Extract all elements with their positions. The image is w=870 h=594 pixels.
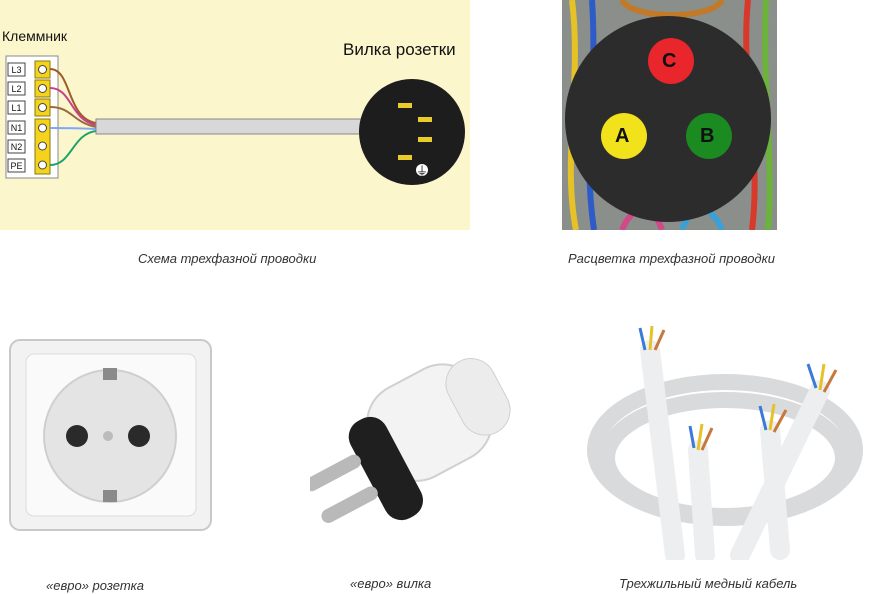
cable-cross-section bbox=[565, 0, 773, 230]
euro-socket-image bbox=[8, 338, 213, 533]
caption-wiring-scheme: Схема трехфазной проводки bbox=[138, 251, 317, 266]
phase-b-label: B bbox=[700, 125, 715, 147]
phase-c-circle bbox=[648, 38, 694, 84]
socket-contacts bbox=[398, 103, 432, 160]
terminal-label-pe: PE bbox=[10, 161, 22, 171]
ground-symbol: ⏚ bbox=[416, 164, 429, 178]
phase-c-label: C bbox=[662, 50, 677, 72]
terminal-label-l2: L2 bbox=[11, 84, 21, 94]
terminal-label-n1: N1 bbox=[11, 123, 23, 133]
terminal-label-l3: L3 bbox=[11, 65, 21, 75]
copper-cable-image bbox=[580, 320, 865, 560]
caption-copper-cable: Трехжильный медный кабель bbox=[619, 576, 798, 591]
ground-icon bbox=[416, 164, 428, 176]
phase-colors-panel: C A B bbox=[562, 0, 777, 230]
euro-plug-image bbox=[310, 345, 545, 560]
caption-euro-socket: «евро» розетка bbox=[46, 578, 145, 593]
terminal-label-n2: N2 bbox=[11, 142, 23, 152]
phase-a-label: A bbox=[615, 125, 630, 147]
wiring-diagram-panel: Клеммник Вилка розетки bbox=[0, 0, 470, 230]
phase-a-circle bbox=[601, 113, 647, 159]
terminal-labels bbox=[7, 62, 26, 173]
cable bbox=[95, 118, 369, 135]
terminal-wires bbox=[49, 68, 97, 166]
phase-b-circle bbox=[686, 113, 732, 159]
caption-color-coding: Расцветка трехфазной проводки bbox=[568, 251, 775, 266]
socket-hole-left bbox=[66, 425, 88, 447]
caption-euro-plug: «евро» вилка bbox=[350, 576, 432, 591]
terminal-label-l1: L1 bbox=[11, 103, 21, 113]
terminal-screws bbox=[34, 60, 51, 175]
socket-title: Вилка розетки bbox=[343, 40, 456, 59]
socket-hole-right bbox=[128, 425, 150, 447]
socket-body bbox=[359, 79, 465, 185]
terminal-block-title: Клеммник bbox=[2, 28, 68, 44]
